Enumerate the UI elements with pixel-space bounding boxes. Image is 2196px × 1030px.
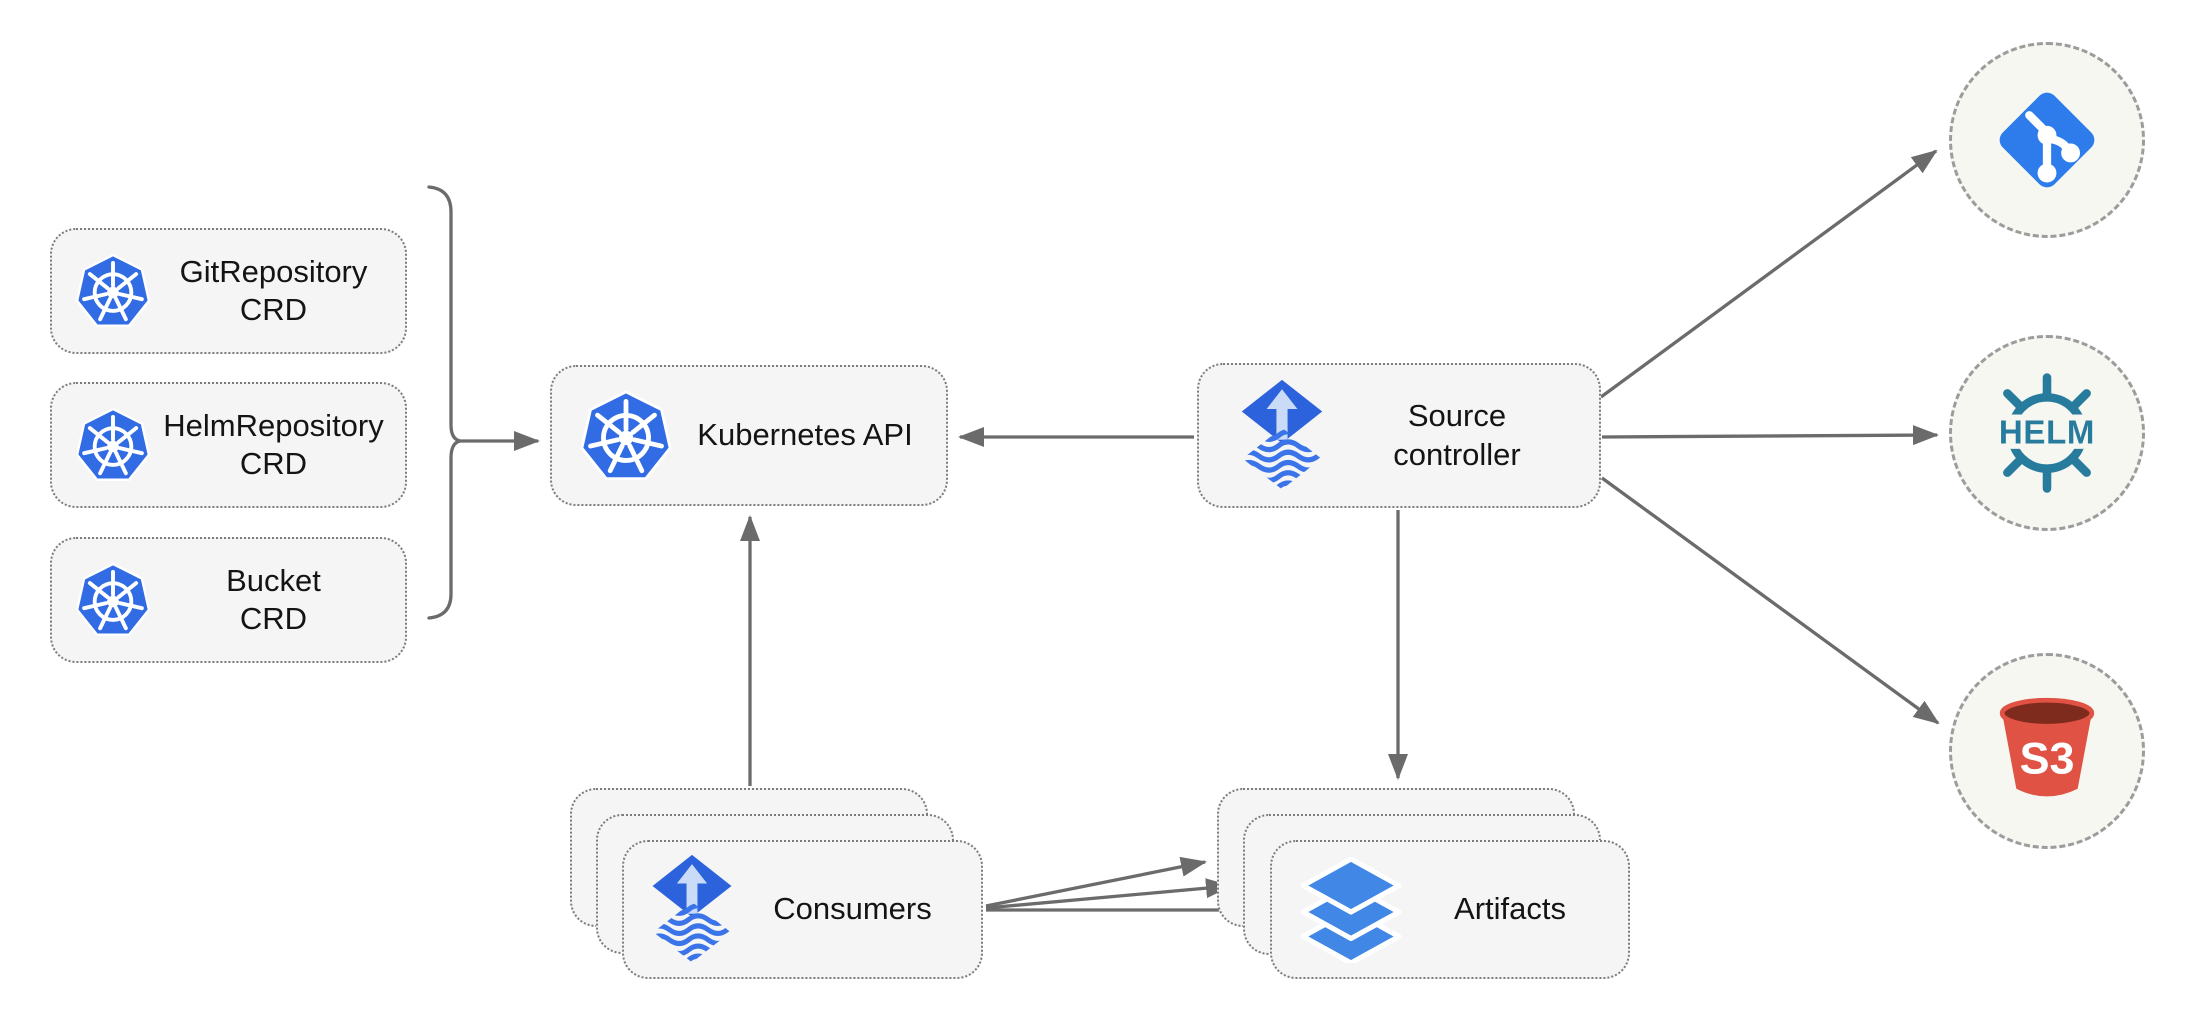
node-label: Kubernetes API xyxy=(697,417,913,453)
arrow-source-controller-to-s3 xyxy=(1601,476,1940,725)
node-label: HelmRepository CRD xyxy=(163,407,384,481)
node-artifacts: Artifacts xyxy=(1270,840,1630,979)
node-source-controller: Source controller xyxy=(1197,363,1601,508)
kubernetes-icon xyxy=(74,406,152,484)
node-consumers: Consumers xyxy=(622,840,983,979)
node-helmrepository-crd: HelmRepository CRD xyxy=(50,382,407,508)
helm-label: HELM xyxy=(1999,414,2095,451)
flux-icon xyxy=(1239,379,1325,492)
arrow-consumers-to-artifacts-middle xyxy=(985,878,1232,910)
node-label: Consumers xyxy=(773,891,932,927)
kubernetes-icon xyxy=(578,388,674,484)
kubernetes-icon xyxy=(74,561,152,639)
external-helm-circle: HELM xyxy=(1949,335,2145,531)
node-gitrepository-crd: GitRepository CRD xyxy=(50,228,407,354)
node-label: GitRepository CRD xyxy=(179,253,368,327)
arrow-source-controller-to-helm xyxy=(1601,425,1939,446)
node-label: Source controller xyxy=(1393,398,1521,472)
external-s3-circle: S3 xyxy=(1949,653,2145,849)
kubernetes-icon xyxy=(74,252,152,330)
crd-group-bracket xyxy=(427,185,461,620)
layers-icon xyxy=(1300,857,1402,963)
flux-icon xyxy=(650,854,734,965)
s3-label: S3 xyxy=(2020,732,2075,783)
s3-bucket-icon: S3 xyxy=(1999,697,2095,797)
helm-icon: HELM xyxy=(1981,373,2113,493)
arrow-source-controller-to-git xyxy=(1600,149,1938,399)
node-label: Artifacts xyxy=(1454,891,1566,927)
external-git-circle xyxy=(1949,42,2145,238)
node-kubernetes-api: Kubernetes API xyxy=(550,365,948,506)
arrow-consumers-to-artifacts-back xyxy=(985,856,1207,908)
git-icon xyxy=(1999,92,2095,188)
node-label: Bucket CRD xyxy=(226,562,321,636)
node-bucket-crd: Bucket CRD xyxy=(50,537,407,663)
